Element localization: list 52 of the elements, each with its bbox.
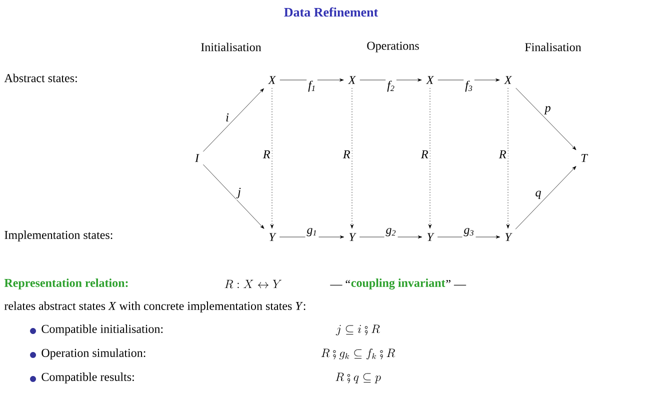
arrow: [516, 88, 576, 150]
list-item: Operation simulation:: [42, 348, 146, 360]
column-heading: Operations: [367, 42, 419, 52]
edge-label: g$_{2}$: [384, 226, 398, 238]
arrow: [280, 78, 344, 82]
edge-label: p: [543, 104, 552, 116]
title: Data Refinement: [284, 7, 378, 17]
state-symbol: I: [194, 154, 200, 162]
row-label: Abstract states:: [4, 74, 77, 82]
heading: Representation relation:: [4, 278, 128, 290]
dash-text: ” —: [446, 280, 466, 286]
edge-label: q: [534, 189, 543, 200]
arrow: [515, 166, 576, 230]
edge-label: f$_{1}$: [306, 79, 318, 94]
sentence: relates abstract states X with concrete implementation states Y:: [4, 302, 306, 312]
arrow: [203, 164, 264, 229]
edge-label: g$_{1}$: [305, 226, 319, 238]
arrow: [279, 235, 344, 238]
state-symbol: Y: [349, 233, 356, 241]
formula: $j \subseteq i \fatsemi R$: [336, 324, 380, 336]
state-symbol: X: [268, 76, 276, 84]
arrow: [359, 235, 422, 238]
state-symbol: Y: [427, 233, 434, 241]
edge-label: R: [261, 148, 272, 160]
formula: $R \fatsemi g_k \subseteq f_k \fatsemi R$: [321, 348, 396, 360]
formula: $R \fatsemi q \subseteq p$: [336, 372, 381, 384]
state-symbol: T: [581, 154, 588, 162]
formula: $R : X \leftrightarrow Y$: [224, 280, 282, 288]
column-heading: Finalisation: [525, 42, 582, 52]
arrow: [203, 88, 264, 152]
arrow: [438, 78, 500, 82]
dash-text: — “: [330, 280, 350, 286]
edge-label: R: [419, 148, 430, 160]
list-item: Compatible results:: [42, 372, 134, 384]
state-symbol: X: [504, 76, 512, 84]
edge-label: g$_{3}$: [462, 226, 476, 238]
list-item: Compatible initialisation:: [42, 324, 163, 336]
edge-label: R: [497, 148, 508, 160]
row-label: Implementation states:: [4, 230, 112, 242]
state-symbol: X: [426, 76, 434, 84]
edge-label: j: [236, 186, 242, 200]
column-heading: Initialisation: [201, 42, 262, 52]
arrow: [437, 235, 500, 238]
edge-label: i: [224, 112, 230, 123]
arrow: [360, 78, 422, 82]
edge-label: R: [341, 148, 352, 160]
state-symbol: Y: [505, 233, 512, 241]
edge-label: f$_{3}$: [464, 79, 474, 94]
term: coupling invariant: [351, 278, 446, 290]
state-symbol: X: [348, 76, 356, 84]
edge-label: f$_{2}$: [386, 79, 396, 94]
state-symbol: Y: [269, 233, 276, 241]
